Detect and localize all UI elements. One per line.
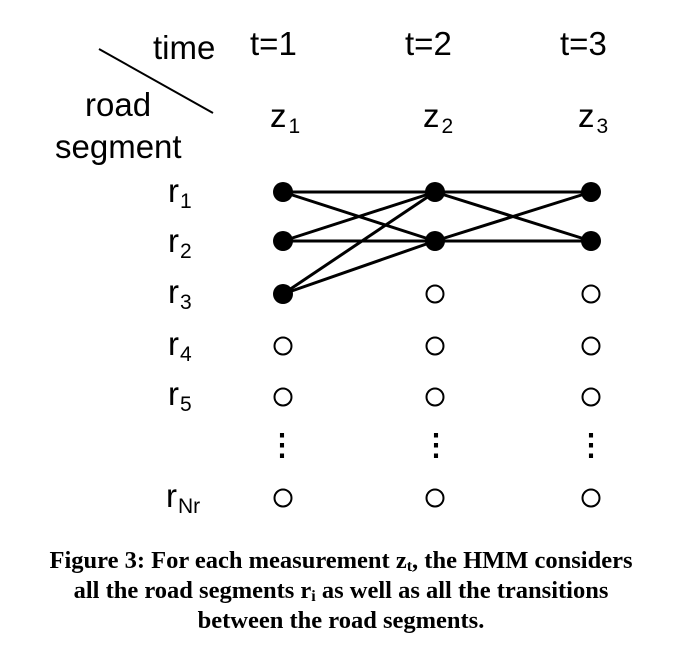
state-node-empty: [425, 488, 445, 508]
state-node-filled: [425, 231, 445, 251]
row-label-r1: r1: [168, 172, 192, 213]
measurement-label-1: z1: [270, 97, 300, 138]
ellipsis-col-1: ⋮: [267, 429, 297, 462]
header-diagonal-line: [98, 48, 214, 114]
row-label-r3: r3: [168, 273, 192, 314]
state-node-empty: [581, 336, 601, 356]
road-axis-label-line2: segment: [55, 128, 182, 165]
caption-line-1: Figure 3: For each measurement zt, the H…: [49, 547, 633, 575]
ellipsis-col-2: ⋮: [421, 429, 451, 462]
time-axis-label: time: [153, 29, 215, 66]
transition-edge: [282, 190, 436, 243]
state-node-empty: [425, 387, 445, 407]
time-label-2: t=2: [405, 25, 452, 62]
caption-line-2: all the road segments ri as well as all …: [73, 577, 609, 605]
state-node-filled: [273, 231, 293, 251]
state-node-empty: [581, 284, 601, 304]
time-label-3: t=3: [560, 25, 607, 62]
measurement-label-3: z3: [578, 97, 608, 138]
state-node-empty: [581, 387, 601, 407]
state-node-filled: [425, 182, 445, 202]
state-nodes: [273, 182, 601, 508]
state-node-empty: [581, 488, 601, 508]
state-node-filled: [273, 284, 293, 304]
ellipsis-col-3: ⋮: [576, 429, 606, 462]
state-node-filled: [581, 182, 601, 202]
row-label-rNr: rNr: [166, 477, 200, 518]
transition-edge: [282, 239, 436, 296]
state-node-empty: [425, 284, 445, 304]
row-label-r5: r5: [168, 375, 192, 416]
measurement-label-2: z2: [423, 97, 453, 138]
time-label-1: t=1: [250, 25, 297, 62]
state-node-empty: [273, 488, 293, 508]
state-node-filled: [581, 231, 601, 251]
transition-edge: [282, 190, 436, 296]
transition-edge: [434, 190, 592, 243]
row-label-r2: r2: [168, 222, 192, 263]
caption-line-3: between the road segments.: [197, 607, 485, 634]
transition-edges: [282, 190, 592, 296]
state-node-filled: [273, 182, 293, 202]
row-label-r4: r4: [168, 325, 192, 366]
road-axis-label-line1: road: [85, 86, 151, 123]
state-node-empty: [273, 387, 293, 407]
state-node-empty: [425, 336, 445, 356]
state-node-empty: [273, 336, 293, 356]
figure-caption: Figure 3: For each measurement zt, the H…: [0, 546, 682, 636]
